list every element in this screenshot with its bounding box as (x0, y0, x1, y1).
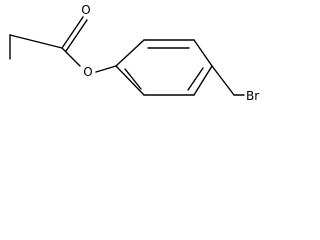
ester-oxygen-label: O (83, 65, 92, 79)
structure-canvas: O O Br (0, 0, 276, 120)
ethyl-ch2-bond (9, 34, 63, 49)
bromine-label: Br (246, 89, 259, 103)
ring-bond-3 (193, 39, 213, 67)
ring-inner-bond-2 (187, 67, 204, 91)
carbonyl-double-bond-a (61, 16, 84, 49)
ring-bond-6 (115, 65, 145, 96)
carbonyl-oxygen-label: O (81, 3, 90, 17)
carbonyl-double-bond-b (65, 19, 88, 52)
ring-bond-1 (115, 39, 145, 67)
ester-c-o-bond (61, 47, 81, 67)
ring-bond-4 (193, 65, 213, 96)
propanoate-ester-structure: O O Br (9, 3, 259, 103)
ring-inner-bond-3 (124, 68, 142, 90)
benzylic-ch2-bond (211, 65, 235, 96)
aryl-o-bond (95, 65, 117, 73)
